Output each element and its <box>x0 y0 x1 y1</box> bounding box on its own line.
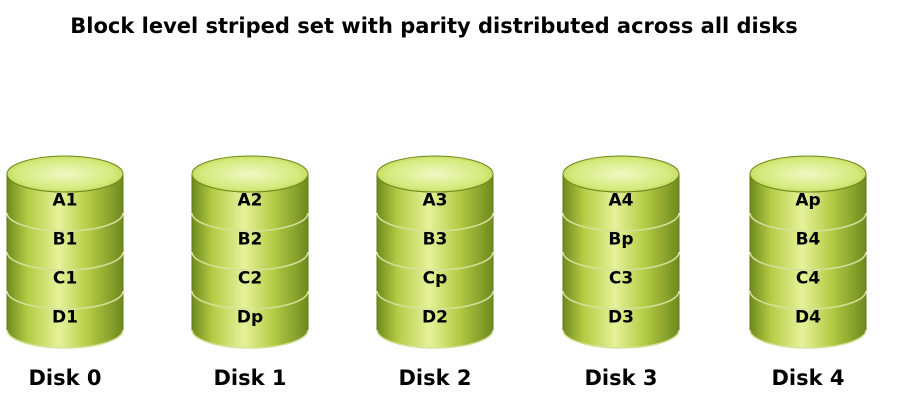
block-separator <box>191 290 309 310</box>
block-label: A4 <box>609 191 634 211</box>
block-label: A2 <box>238 191 263 211</box>
block-label: D2 <box>422 308 448 328</box>
block-label: D1 <box>52 308 78 328</box>
block-separator <box>6 212 124 232</box>
block-label: C4 <box>796 269 820 289</box>
block-separator <box>749 251 867 271</box>
block-separator <box>749 290 867 310</box>
block-separator <box>749 212 867 232</box>
disk-label: Disk 1 <box>213 366 287 390</box>
disk-label: Disk 2 <box>398 366 472 390</box>
block-label: Bp <box>608 230 633 250</box>
block-separator <box>376 212 494 232</box>
block-separator <box>6 251 124 271</box>
block-separator <box>376 290 494 310</box>
block-label: B3 <box>423 230 448 250</box>
block-separator <box>749 329 867 349</box>
block-separator <box>562 290 680 310</box>
block-separator <box>562 212 680 232</box>
block-label: Cp <box>423 269 448 289</box>
block-label: Dp <box>237 308 263 328</box>
block-separator <box>562 251 680 271</box>
disk-label: Disk 0 <box>28 366 102 390</box>
disk-top-face <box>376 155 494 193</box>
disk-label: Disk 3 <box>584 366 658 390</box>
block-separator <box>6 290 124 310</box>
block-label: A3 <box>423 191 448 211</box>
block-label: B4 <box>796 230 821 250</box>
block-label: Ap <box>795 191 820 211</box>
block-label: B1 <box>53 230 78 250</box>
disk-label: Disk 4 <box>771 366 845 390</box>
block-separator <box>376 329 494 349</box>
block-separator <box>6 329 124 349</box>
block-separator <box>376 251 494 271</box>
block-separator <box>562 329 680 349</box>
disk-top-face <box>6 155 124 193</box>
disk-top-face <box>191 155 309 193</box>
diagram-title: Block level striped set with parity dist… <box>70 14 798 38</box>
block-label: B2 <box>238 230 263 250</box>
block-separator <box>191 212 309 232</box>
disk-top-face <box>562 155 680 193</box>
block-label: C2 <box>238 269 262 289</box>
block-label: C3 <box>609 269 633 289</box>
block-separator <box>191 251 309 271</box>
block-label: C1 <box>53 269 77 289</box>
block-label: D3 <box>608 308 634 328</box>
disk-top-face <box>749 155 867 193</box>
block-label: A1 <box>53 191 78 211</box>
block-label: D4 <box>795 308 821 328</box>
block-separator <box>191 329 309 349</box>
